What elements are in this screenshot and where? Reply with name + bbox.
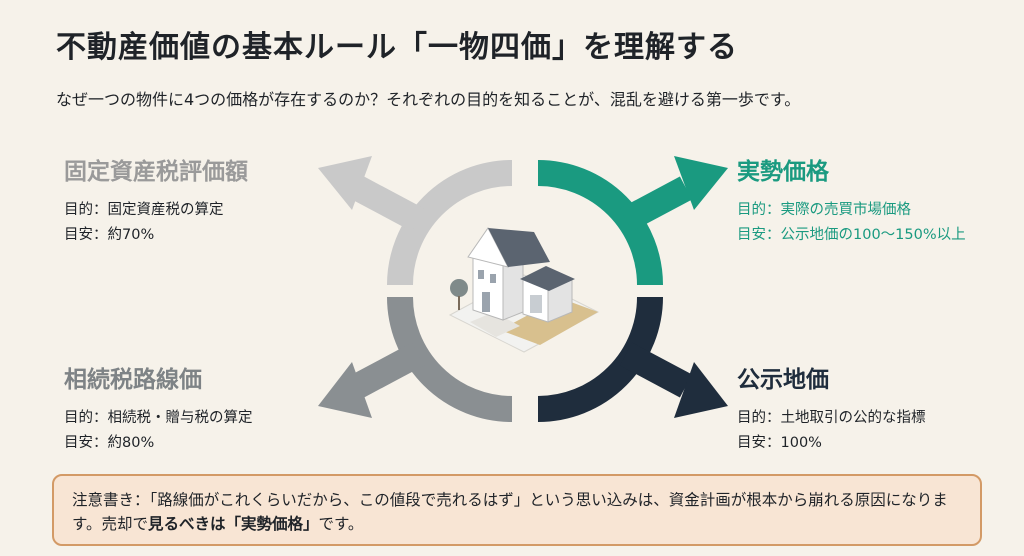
ring-segment-market [537, 160, 663, 286]
price-block-market: 実勢価格 目的：実際の売買市場価格 目安：公示地価の100〜150%以上 [737, 152, 966, 248]
fixed-asset-title: 固定資産税評価額 [64, 159, 248, 185]
arrow-public [619, 342, 728, 418]
arrow-inheritance [318, 342, 425, 418]
caution-text-1: 注意書き：「路線価がこれくらいだから、この値段で売れるはず」という思い込みは、資… [72, 491, 948, 533]
price-block-public: 公示地価 目的：土地取引の公的な指標 目安：100% [737, 360, 926, 456]
caution-note: 注意書き：「路線価がこれくらいだから、この値段で売れるはず」という思い込みは、資… [52, 474, 982, 546]
public-guide: 目安：100% [737, 435, 822, 451]
arrow-fixed-asset [318, 156, 425, 232]
public-title: 公示地価 [737, 367, 829, 393]
fixed-asset-guide: 目安：約70% [64, 227, 155, 243]
arrow-market [619, 156, 728, 232]
fixed-asset-purpose: 目的：固定資産税の算定 [64, 202, 224, 218]
ring-segment-public [537, 296, 663, 422]
inheritance-guide: 目安：約80% [64, 435, 155, 451]
ring-segment-inheritance [387, 296, 513, 422]
caution-text-2: です。 [318, 515, 364, 533]
price-block-inheritance: 相続税路線価 目的：相続税・贈与税の算定 目安：約80% [64, 360, 253, 456]
caution-emphasis: 見るべきは「実勢価格」 [147, 515, 319, 533]
price-block-fixed-asset: 固定資産税評価額 目的：固定資産税の算定 目安：約70% [64, 152, 248, 248]
page-title: 不動産価値の基本ルール「一物四価」を理解する [56, 30, 738, 65]
page-subtitle: なぜ一つの物件に4つの価格が存在するのか？それぞれの目的を知ることが、混乱を避け… [56, 90, 801, 109]
ring-segment-fixed-asset [387, 160, 513, 286]
house-illustration [448, 227, 600, 353]
market-title: 実勢価格 [737, 159, 829, 185]
inheritance-title: 相続税路線価 [64, 367, 202, 393]
market-guide: 目安：公示地価の100〜150%以上 [737, 227, 966, 243]
market-purpose: 目的：実際の売買市場価格 [737, 202, 911, 218]
inheritance-purpose: 目的：相続税・贈与税の算定 [64, 410, 253, 426]
public-purpose: 目的：土地取引の公的な指標 [737, 410, 926, 426]
